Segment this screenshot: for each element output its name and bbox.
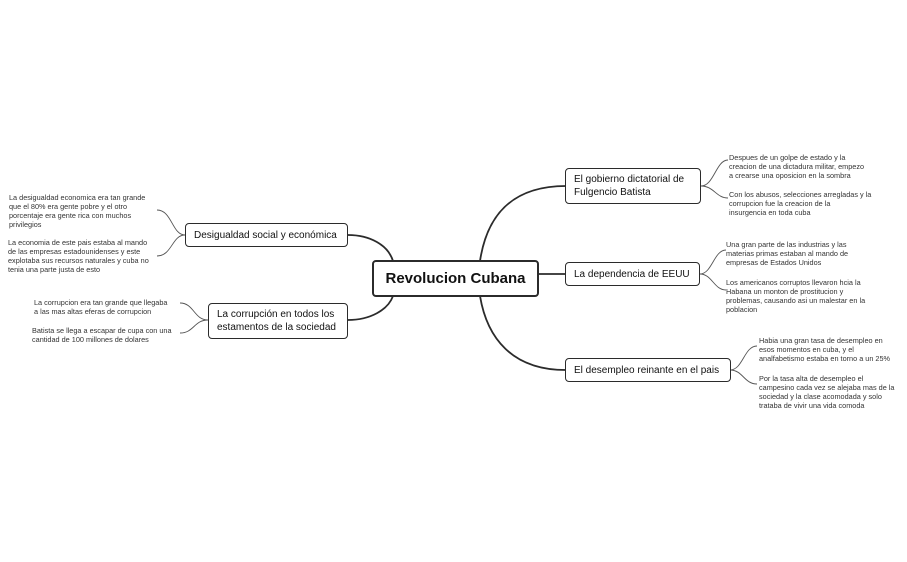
bracket-desempleo <box>729 345 758 385</box>
bracket-corrupcion <box>179 302 209 334</box>
topic-desempleo-label: El desempleo reinante en el pais <box>574 364 720 376</box>
bracket-dependencia <box>699 249 727 291</box>
topic-gobierno-dictatorial[interactable]: El gobierno dictatorial de Fulgencio Bat… <box>565 168 701 204</box>
note-dependencia-2: Los americanos corruptos llevaron hcia l… <box>726 278 866 314</box>
topic-dependencia-label: La dependencia de EEUU <box>574 268 690 280</box>
topic-corrupcion[interactable]: La corrupción en todos los estamentos de… <box>208 303 348 339</box>
connector-corrupcion <box>347 295 394 321</box>
note-desempleo-2: Por la tasa alta de desempleo el campesi… <box>759 374 895 410</box>
note-dependencia-1: Una gran parte de las industrias y las m… <box>726 240 849 267</box>
topic-corrupcion-label: La corrupción en todos los estamentos de… <box>217 309 336 333</box>
note-gobierno-2: Con los abusos, selecciones arregladas y… <box>729 190 872 217</box>
bracket-desigualdad <box>156 209 186 257</box>
topic-dependencia-eeuu[interactable]: La dependencia de EEUU <box>565 262 700 286</box>
topic-desigualdad-label: Desigualdad social y económica <box>194 229 337 241</box>
topic-desempleo[interactable]: El desempleo reinante en el pais <box>565 358 731 382</box>
note-desempleo-1: Habia una gran tasa de desempleo en esos… <box>759 336 891 363</box>
connector-desempleo <box>479 295 567 371</box>
note-corrupcion-2: Batista se llega a escapar de cupa con u… <box>32 326 172 344</box>
topic-gobierno-label: El gobierno dictatorial de Fulgencio Bat… <box>574 174 685 198</box>
note-gobierno-1: Despues de un golpe de estado y la creac… <box>729 153 865 180</box>
note-desigualdad-2: La economia de este pais estaba al mando… <box>8 238 149 274</box>
bracket-gobierno <box>700 159 729 199</box>
note-corrupcion-1: La corrupcion era tan grande que llegaba… <box>34 298 168 316</box>
central-topic-label: Revolucion Cubana <box>385 270 526 287</box>
connector-desigualdad <box>347 234 394 262</box>
central-topic[interactable]: Revolucion Cubana <box>372 260 539 297</box>
topic-desigualdad[interactable]: Desigualdad social y económica <box>185 223 348 247</box>
connector-gobierno <box>479 185 567 262</box>
note-desigualdad-1: La desigualdad economica era tan grande … <box>9 193 146 229</box>
